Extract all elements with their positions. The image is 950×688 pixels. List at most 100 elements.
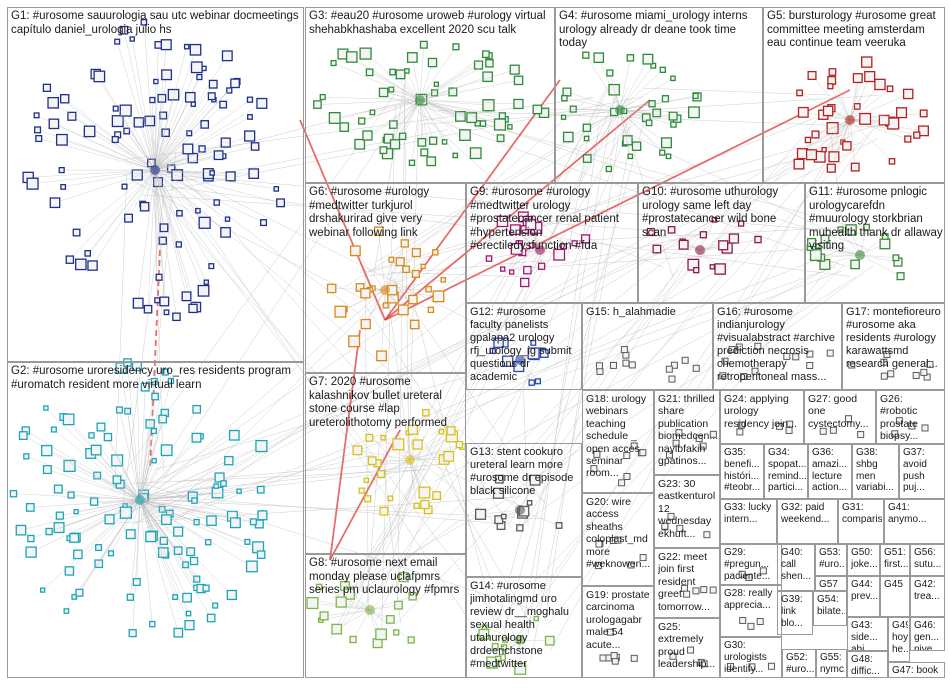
node-avatar [610,652,618,660]
group-box-g46: G46: gen... nive... [910,617,945,651]
node-avatar [501,355,514,367]
node-avatar [826,349,834,357]
group-label-g24: G24: applying urology residency join... [724,393,797,430]
group-label-g29: G29: #pregun... paciente... [724,547,772,582]
node-avatar [908,422,916,430]
node-avatar [668,375,676,383]
node-avatar [676,524,684,532]
node-avatar [273,186,280,192]
node-avatar [319,611,329,621]
node-avatar [459,129,471,141]
node-avatar [806,350,814,358]
group-box-g55: G55: nymc... [816,649,847,678]
group-label-g26: G26: #robotic prostate biopsy... [880,393,921,443]
node-avatar [319,93,326,101]
node-avatar [420,499,430,510]
group-box-g21: G21: thrilled share publication biomedce… [654,390,720,475]
group-label-g38: G38: shbg men variabi... [856,447,894,494]
cluster-edge [154,74,167,171]
node-avatar [393,600,403,610]
edge-line [165,291,387,515]
cluster-edge [76,499,141,512]
node-avatar [248,168,260,179]
cluster-edge [63,169,156,188]
node-avatar [153,78,159,85]
node-avatar [175,241,182,248]
cluster-edge [361,459,411,491]
node-avatar [140,18,148,26]
node-avatar [260,219,268,227]
edge-line [153,365,503,471]
cluster-edge [365,289,386,325]
node-avatar [159,536,168,545]
node-avatar [687,646,695,654]
node-avatar [58,166,65,174]
edge-line [431,264,729,436]
cluster-edge [412,57,421,101]
group-label-g56: G56: sutu... [914,547,942,570]
node-avatar [606,69,614,77]
cluster-edge [154,169,264,223]
node-avatar [103,432,113,442]
cluster-edge [831,80,851,121]
node-avatar [9,489,18,498]
node-avatar [43,405,49,411]
edge-line [386,286,414,485]
node-avatar [25,502,35,512]
node-avatar [642,53,654,65]
cluster-edge [324,609,371,617]
cluster-edge [154,169,204,291]
node-avatar [500,644,508,651]
node-avatar [182,592,192,603]
node-avatar [756,618,764,626]
cluster-edge [119,409,141,501]
cluster-edge [139,499,153,625]
cluster-edge [367,99,421,136]
node-avatar [53,484,63,494]
node-avatar [883,350,891,358]
node-avatar [606,628,614,636]
node-avatar [408,592,417,601]
cluster-edge [394,99,421,145]
node-avatar [144,115,156,127]
cluster-edge [619,65,654,111]
node-avatar [728,345,736,353]
node-avatar [828,68,837,76]
cluster-edge [511,249,541,273]
group-label-g34: G34: spopat... remind... partici... [768,447,806,494]
node-avatar [245,560,258,573]
group-label-g45: G45 [884,579,903,590]
cluster-edge [823,119,851,150]
node-avatar [736,428,744,436]
node-avatar [661,522,669,530]
node-avatar [737,421,745,429]
node-avatar [389,120,398,129]
node-avatar [83,125,96,138]
group-box-g48: G48: diffic... [847,651,888,678]
node-avatar [158,414,168,424]
node-avatar [53,522,65,534]
cluster-edge [154,133,190,171]
cluster-edge [130,499,141,598]
node-avatar [699,442,707,450]
node-avatar [345,51,358,63]
node-avatar [452,152,459,159]
node-avatar [429,136,438,145]
group-label-g33: G33: lucky intern... [724,502,775,525]
node-avatar [711,217,718,223]
cluster-edge [564,97,621,111]
cluster-edge [419,64,479,101]
group-label-g51: G51: first... [884,547,908,570]
cluster-edge [139,499,209,543]
cluster-edge [419,62,433,101]
node-avatar [125,529,136,540]
cluster-edge [154,81,157,171]
group-box-g1: G1: #urosome sauurologia sau utc webinar… [7,7,304,362]
cluster-edge [484,627,521,641]
node-avatar [639,554,647,562]
edge-line [183,194,488,649]
node-avatar [315,583,323,591]
cluster-edge [53,102,156,171]
cluster-edge [154,169,197,308]
edge-line [337,102,604,633]
